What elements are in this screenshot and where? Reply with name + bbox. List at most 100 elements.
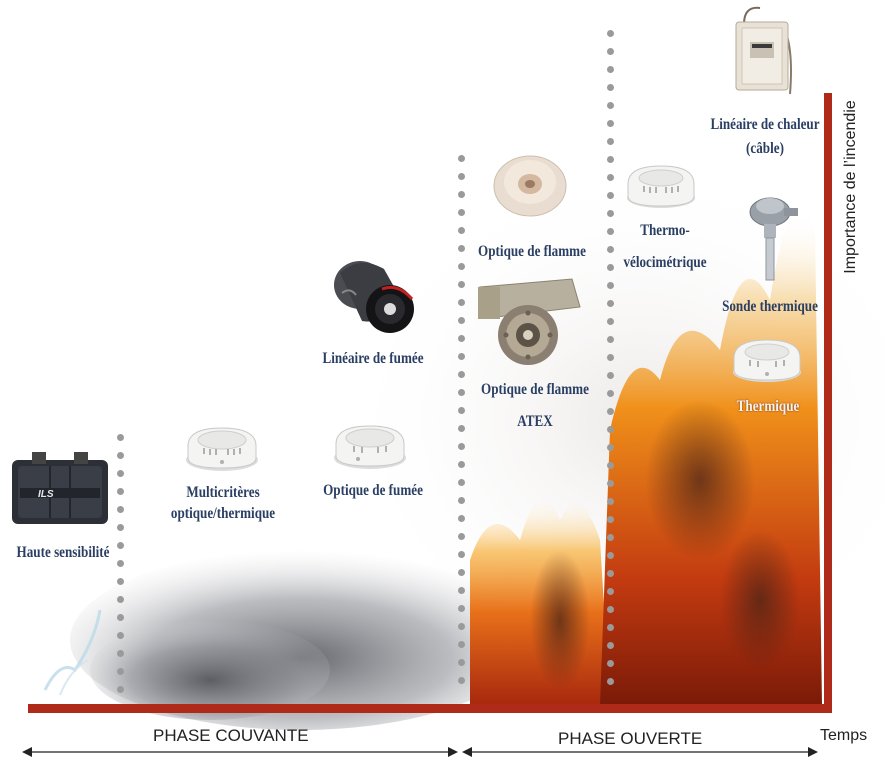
divider-dot (607, 426, 614, 433)
label-thermique: Thermique (736, 398, 800, 415)
divider-dot (458, 389, 465, 396)
phase-ouverte-label: PHASE OUVERTE (558, 729, 703, 748)
divider-dot (458, 641, 465, 648)
divider-dot (607, 246, 614, 253)
divider-dot (607, 408, 614, 415)
divider-dot (607, 156, 614, 163)
beam-smoke-detector-image (332, 255, 418, 337)
divider-dot (607, 318, 614, 325)
divider-dot (458, 407, 465, 414)
divider-dot (458, 155, 465, 162)
label-optique-flamme-atex-1: Optique de flamme (481, 381, 589, 398)
label-optique-fumee: Optique de fumée (323, 482, 423, 499)
divider-dot (607, 30, 614, 37)
heat-cable-module-image (730, 4, 796, 98)
divider-dot (607, 354, 614, 361)
divider-dot (607, 678, 614, 685)
divider-dot (458, 461, 465, 468)
divider-dot (607, 660, 614, 667)
divider-dot (607, 264, 614, 271)
divider-dot (117, 470, 124, 477)
divider-dot (607, 390, 614, 397)
divider-dot (117, 542, 124, 549)
divider-1 (117, 434, 125, 704)
divider-dot (117, 488, 124, 495)
divider-dot (607, 534, 614, 541)
divider-dot (117, 632, 124, 639)
divider-dot (458, 371, 465, 378)
label-thermo-2: vélocimétrique (623, 254, 707, 271)
divider-dot (607, 372, 614, 379)
divider-dot (458, 335, 465, 342)
divider-dot (607, 588, 614, 595)
x-axis-line (28, 704, 832, 713)
divider-dot (607, 192, 614, 199)
divider-dot (117, 452, 124, 459)
aspirating-detector-image: ILS (10, 452, 110, 528)
divider-dot (117, 434, 124, 441)
divider-dot (607, 462, 614, 469)
divider-dot (117, 668, 124, 675)
divider-dot (458, 191, 465, 198)
divider-dot (607, 102, 614, 109)
divider-dot (117, 560, 124, 567)
label-optique-flamme-atex-2: ATEX (517, 413, 553, 430)
divider-dot (117, 650, 124, 657)
divider-dot (607, 336, 614, 343)
divider-dot (458, 425, 465, 432)
label-sonde-thermique: Sonde thermique (722, 298, 818, 315)
divider-dot (117, 524, 124, 531)
divider-dot (458, 479, 465, 486)
divider-dot (607, 48, 614, 55)
atex-flame-detector-image (476, 277, 584, 369)
label-optique-flamme: Optique de flamme (478, 243, 586, 260)
divider-dot (607, 282, 614, 289)
phase-couvante-label: PHASE COUVANTE (153, 726, 309, 745)
divider-dot (607, 444, 614, 451)
divider-dot (607, 84, 614, 91)
divider-dot (458, 299, 465, 306)
divider-3 (607, 30, 615, 696)
divider-dot (458, 497, 465, 504)
heat-detector-image (730, 332, 804, 384)
divider-dot (607, 138, 614, 145)
divider-dot (607, 498, 614, 505)
divider-dot (117, 596, 124, 603)
label-lineaire-chaleur-2: (câble) (746, 140, 784, 157)
divider-dot (458, 551, 465, 558)
divider-dot (607, 210, 614, 217)
smoke-detector-image (330, 416, 410, 471)
divider-dot (458, 245, 465, 252)
label-haute-sensibilite: Haute sensibilité (16, 544, 110, 561)
divider-dot (458, 623, 465, 630)
rate-of-rise-detector-image (624, 158, 698, 210)
divider-dot (458, 281, 465, 288)
divider-dot (458, 587, 465, 594)
divider-dot (458, 659, 465, 666)
divider-dot (458, 317, 465, 324)
divider-dot (458, 533, 465, 540)
divider-dot (117, 686, 124, 693)
divider-dot (607, 552, 614, 559)
divider-dot (458, 227, 465, 234)
divider-dot (607, 606, 614, 613)
divider-dot (607, 120, 614, 127)
divider-2 (458, 155, 466, 695)
divider-dot (458, 605, 465, 612)
label-thermo-1: Thermo- (640, 222, 690, 239)
divider-dot (117, 614, 124, 621)
divider-dot (607, 480, 614, 487)
label-lineaire-fumee: Linéaire de fumée (322, 350, 424, 367)
y-axis-line (824, 93, 832, 713)
divider-dot (458, 173, 465, 180)
divider-dot (458, 209, 465, 216)
flame-detector-image (492, 148, 568, 218)
divider-dot (458, 569, 465, 576)
divider-dot (458, 677, 465, 684)
divider-dot (458, 263, 465, 270)
thermal-probe-image (744, 190, 800, 282)
divider-dot (458, 443, 465, 450)
divider-dot (607, 228, 614, 235)
